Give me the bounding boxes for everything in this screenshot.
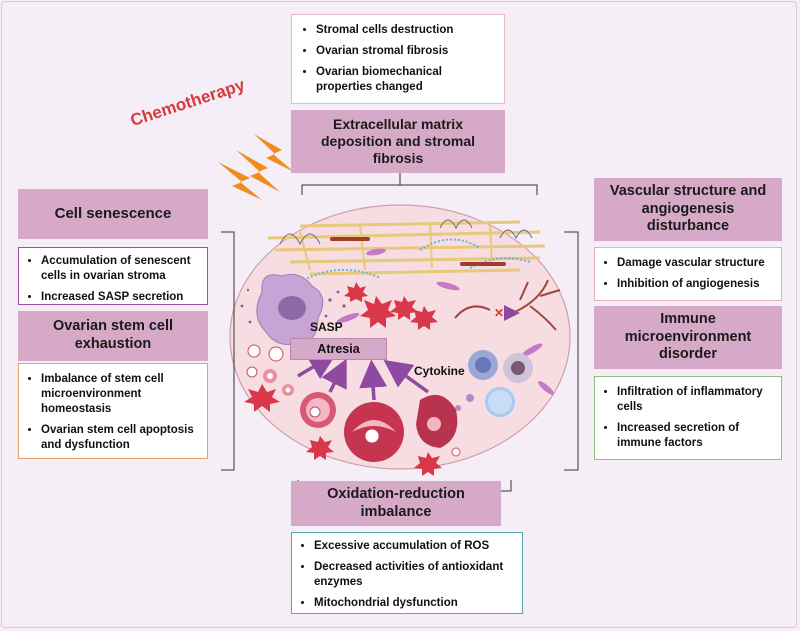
ecm-item: Ovarian stromal fibrosis <box>316 44 496 59</box>
immune-cells <box>455 350 533 417</box>
vascular-item: Damage vascular structure <box>617 256 775 271</box>
atresia-arrows <box>297 352 430 401</box>
sasp-label: SASP <box>310 320 343 334</box>
svg-text:✕: ✕ <box>494 306 504 320</box>
immune-item: Infiltration of inflammatory cells <box>617 385 775 415</box>
vascular-item: Inhibition of angiogenesis <box>617 277 775 292</box>
cell-senescence-box: Accumulation of senescent cells in ovari… <box>18 247 208 305</box>
ecm-details-box: Stromal cells destruction Ovarian stroma… <box>291 14 505 104</box>
redox-item: Decreased activities of antioxidant enzy… <box>314 560 516 590</box>
follicles <box>246 344 461 462</box>
redox-item: Excessive accumulation of ROS <box>314 539 516 554</box>
collagen-fibers <box>279 219 533 246</box>
stem-cell-title: Ovarian stem cell exhaustion <box>18 311 208 361</box>
vascular-box: Damage vascular structure Inhibition of … <box>594 247 782 301</box>
stem-item: Imbalance of stem cell microenvironment … <box>41 372 201 417</box>
redox-item: Mitochondrial dysfunction <box>314 596 516 611</box>
fibrous-stroma <box>267 220 546 276</box>
redox-title: Oxidation-reduction imbalance <box>291 481 501 526</box>
cell-senescence-title: Cell senescence <box>18 189 208 239</box>
ecm-item: Ovarian biomechanical properties changed <box>316 65 496 95</box>
lightning-icon <box>218 134 294 200</box>
stromal-spindle-cells <box>336 248 554 395</box>
immune-title: Immune microenvironment disorder <box>594 306 782 369</box>
fiber-rods <box>330 237 506 266</box>
ecm-title: Extracellular matrix deposition and stro… <box>291 110 505 173</box>
cytokine-label: Cytokine <box>414 364 465 378</box>
apoptotic-cells <box>244 282 442 476</box>
immune-item: Increased secretion of immune factors <box>617 421 775 451</box>
immune-box: Infiltration of inflammatory cells Incre… <box>594 376 782 460</box>
vascular-title: Vascular structure and angiogenesis dist… <box>594 178 782 241</box>
redox-box: Excessive accumulation of ROS Decreased … <box>291 532 523 614</box>
atresia-label: Atresia <box>290 338 387 360</box>
senescence-item: Accumulation of senescent cells in ovari… <box>41 254 201 284</box>
stem-item: Ovarian stem cell apoptosis and dysfunct… <box>41 423 201 453</box>
stem-cell-box: Imbalance of stem cell microenvironment … <box>18 363 208 459</box>
ecm-item: Stromal cells destruction <box>316 23 496 38</box>
senescence-item: Increased SASP secretion <box>41 290 201 305</box>
